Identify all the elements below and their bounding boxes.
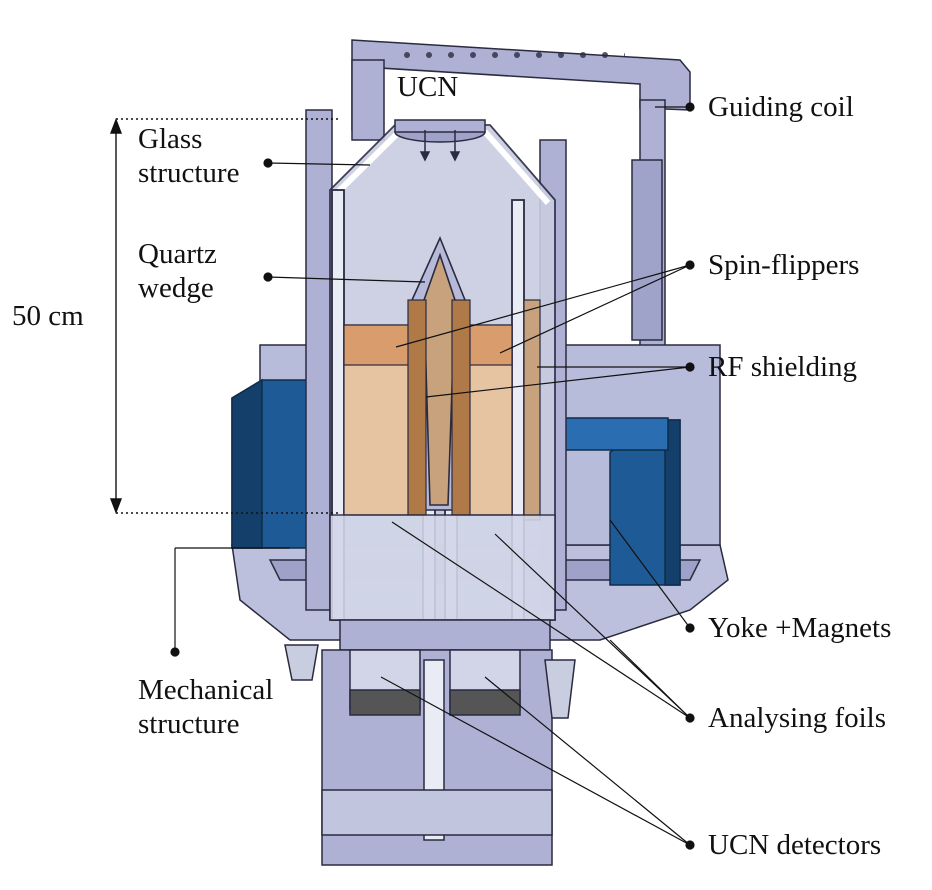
label-quartz-wedge: Quartz wedge <box>138 237 217 305</box>
label-mechanical-line1: Mechanical <box>138 674 274 706</box>
label-guiding-coil: Guiding coil <box>708 91 854 123</box>
ucn-inlet <box>394 119 486 162</box>
label-dimension: 50 cm <box>12 300 84 332</box>
label-rf-shielding: RF shielding <box>708 351 858 383</box>
side-lamps <box>284 644 576 719</box>
label-quartz-line2: wedge <box>138 272 214 304</box>
label-mechanical-line2: structure <box>138 708 240 740</box>
lower-chamber <box>329 514 556 651</box>
label-ucn: UCN <box>397 71 459 103</box>
label-ucn-detectors: UCN detectors <box>708 829 882 861</box>
label-quartz-line1: Quartz <box>138 238 217 270</box>
label-mechanical-structure: Mechanical structure <box>138 673 273 741</box>
dimension-50cm <box>109 118 340 514</box>
label-analysing-foils: Analysing foils <box>708 702 887 734</box>
guiding-coil-frame <box>351 39 691 391</box>
label-glass-line2: structure <box>138 157 240 189</box>
leader-lines <box>170 102 695 850</box>
detector-housing <box>321 649 553 866</box>
label-yoke-magnets: Yoke +Magnets <box>708 612 892 644</box>
label-glass-structure: Glass structure <box>138 122 239 190</box>
label-glass-line1: Glass <box>138 123 203 155</box>
label-spin-flippers: Spin-flippers <box>708 249 860 281</box>
